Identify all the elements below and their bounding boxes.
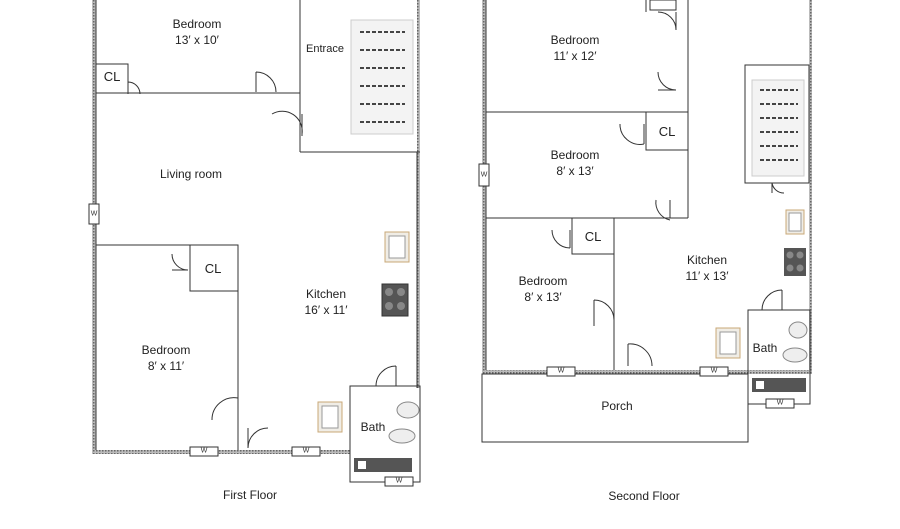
- closet-label: CL: [658, 124, 676, 139]
- room-label-entrance: Entrace: [306, 43, 344, 55]
- window-label: W: [302, 447, 310, 455]
- window-label: W: [395, 477, 403, 485]
- stove-icon-2: [784, 248, 806, 276]
- window-label: W: [480, 171, 488, 179]
- closet-label: CL: [204, 261, 222, 276]
- toilet-icon-2: [388, 428, 416, 444]
- window-label: W: [90, 210, 98, 218]
- room-label-bath: Bath: [752, 341, 778, 355]
- first-floor-fixtures: [317, 19, 420, 472]
- room-label-porch: Porch: [601, 399, 633, 413]
- window-label: W: [200, 447, 208, 455]
- staircase-icon: [350, 19, 414, 135]
- bathtub-icon-2: [752, 378, 806, 392]
- second-floor-plan: [478, 0, 812, 443]
- first-floor-plan: [88, 0, 421, 487]
- first-floor-title: First Floor: [223, 488, 277, 502]
- window-label: W: [776, 399, 784, 407]
- window-label: W: [710, 367, 718, 375]
- closet-label: CL: [584, 229, 602, 244]
- stove-icon: [381, 283, 409, 317]
- staircase-icon-2: [751, 79, 805, 177]
- toilet-icon-3: [788, 321, 808, 339]
- second-floor-title: Second Floor: [608, 489, 680, 503]
- window-label: W: [557, 367, 565, 375]
- toilet-icon-4: [782, 347, 808, 363]
- closet-label: CL: [103, 69, 121, 84]
- second-floor-fixtures: [715, 79, 808, 392]
- room-label-living-room: Living room: [159, 167, 223, 181]
- bathtub-icon: [354, 458, 412, 472]
- room-label-bath: Bath: [360, 420, 386, 434]
- toilet-icon: [396, 401, 420, 419]
